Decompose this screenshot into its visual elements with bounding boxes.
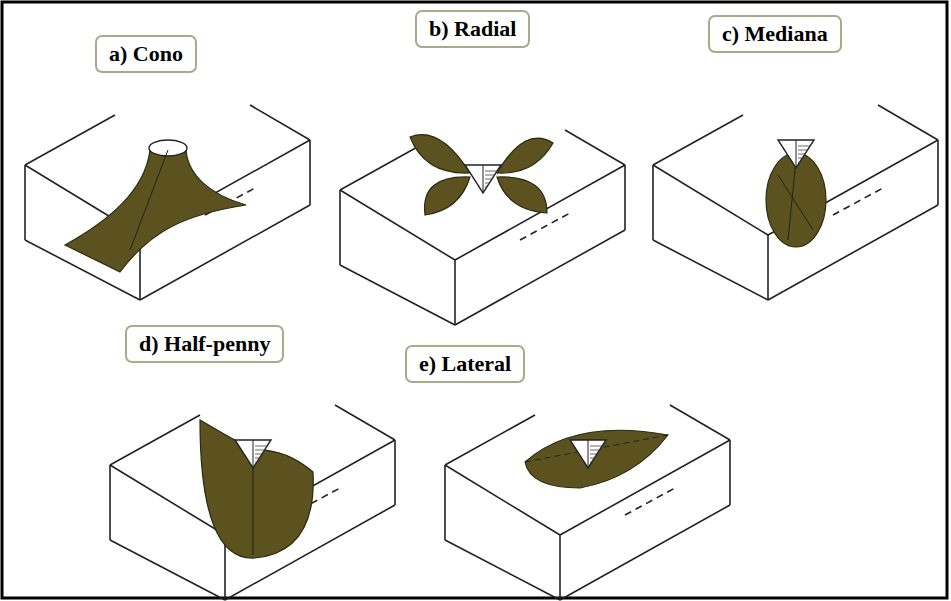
panel-label: d) Half-penny [139,331,270,357]
panel-label: b) Radial [429,16,516,42]
panel-label: a) Cono [109,41,183,67]
label-box: c) Mediana [708,15,842,53]
label-box: d) Half-penny [125,325,284,363]
panel-label: e) Lateral [419,351,511,377]
panel-label: c) Mediana [722,21,828,47]
label-box: e) Lateral [405,345,525,383]
label-box: b) Radial [415,10,530,48]
label-box: a) Cono [95,35,197,73]
